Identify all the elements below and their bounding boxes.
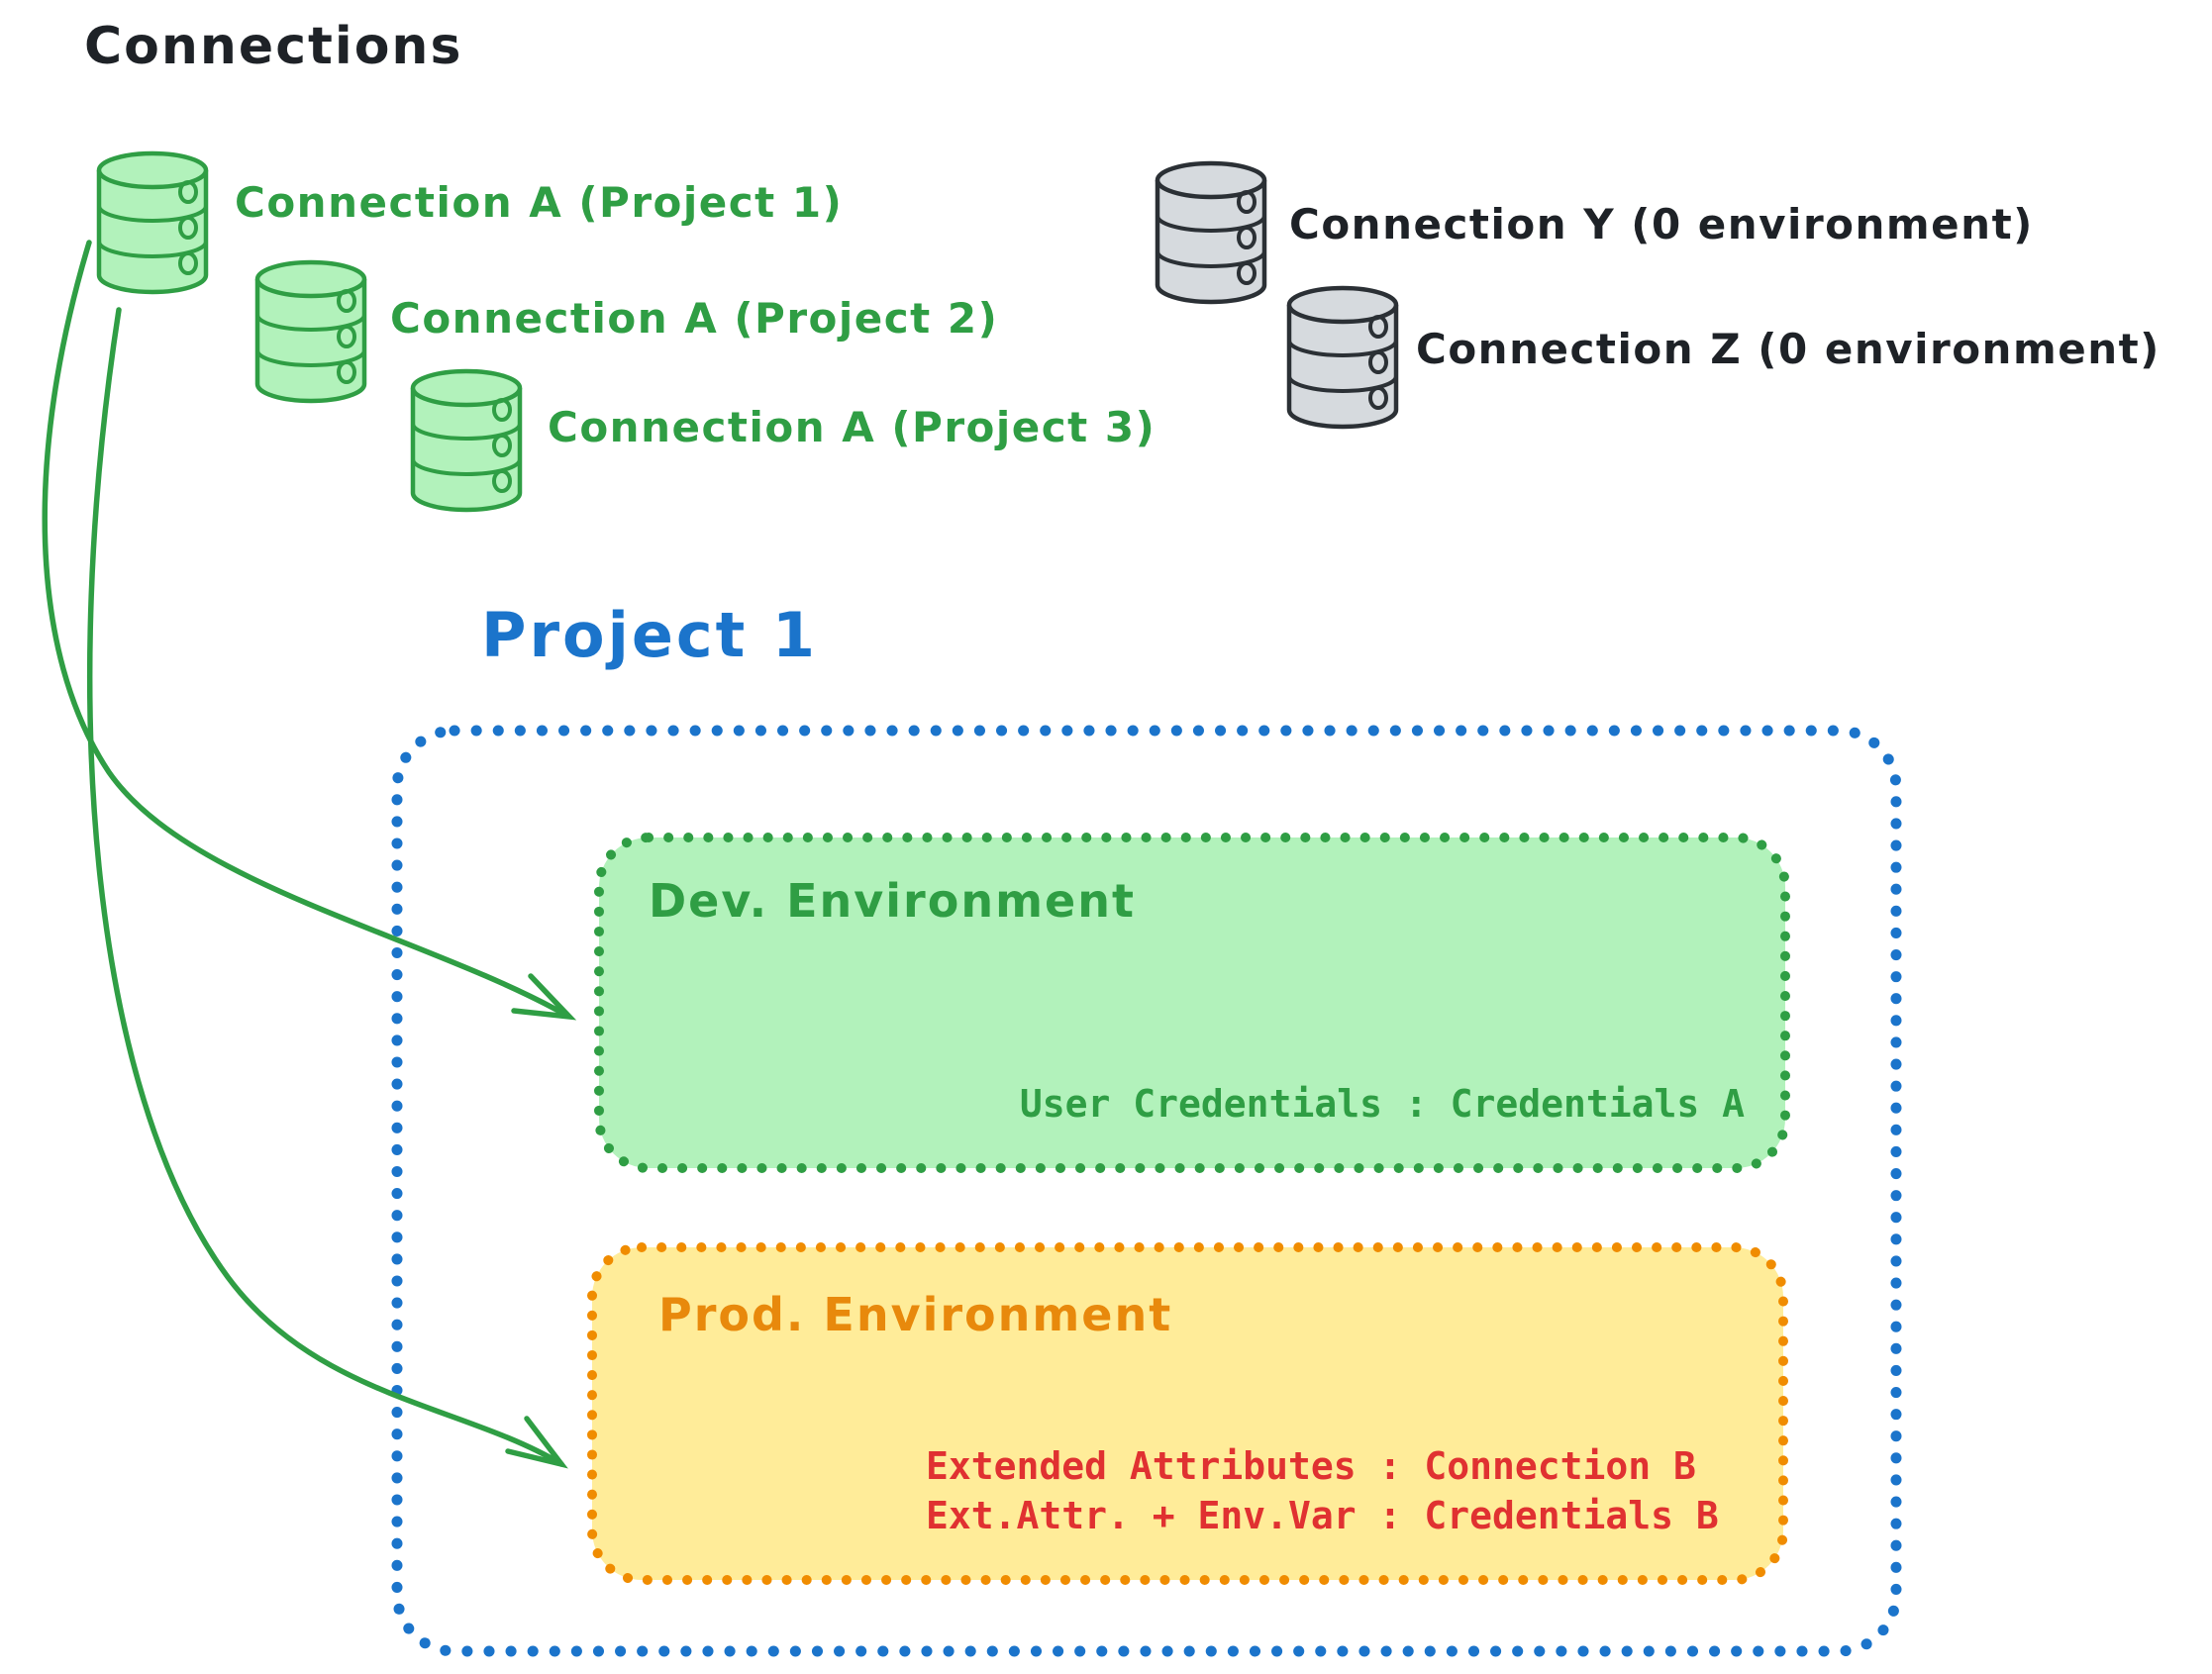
database-icon-connection-a-project-3 <box>413 371 520 510</box>
prod-environment-title: Prod. Environment <box>658 1288 1173 1341</box>
prod-environment-box <box>587 1242 1788 1585</box>
dev-environment-title: Dev. Environment <box>649 874 1136 928</box>
arrow-connection-a-to-dev <box>42 240 577 1021</box>
connection-y-label: Connection Y (0 environment) <box>1289 200 2034 248</box>
diagram-title: Connections <box>84 17 463 76</box>
connection-z-label: Connection Z (0 environment) <box>1416 325 2161 373</box>
connection-a-project-1-label: Connection A (Project 1) <box>235 178 844 227</box>
database-icon-connection-z <box>1289 288 1396 427</box>
project-1-boundary-box <box>391 725 1902 1657</box>
connection-a-project-3-label: Connection A (Project 3) <box>548 403 1156 451</box>
prod-ext-attr-env-var-mapping: Ext.Attr. + Env.Var : Credentials B <box>926 1494 1719 1537</box>
dev-environment-credentials-mapping: User Credentials : Credentials A <box>1019 1082 1745 1126</box>
connection-a-project-2-label: Connection A (Project 2) <box>390 294 999 343</box>
dev-environment-box <box>594 833 1790 1173</box>
database-icon-connection-y <box>1157 163 1264 302</box>
prod-extended-attributes-mapping: Extended Attributes : Connection B <box>926 1444 1696 1488</box>
arrow-connection-a-to-prod <box>86 307 568 1469</box>
database-icon-connection-a-project-1 <box>99 153 206 292</box>
prod-environment-mappings: Extended Attributes : Connection B Ext.A… <box>926 1441 1719 1540</box>
database-icon-connection-a-project-2 <box>257 262 364 401</box>
project-1-title: Project 1 <box>481 599 819 671</box>
